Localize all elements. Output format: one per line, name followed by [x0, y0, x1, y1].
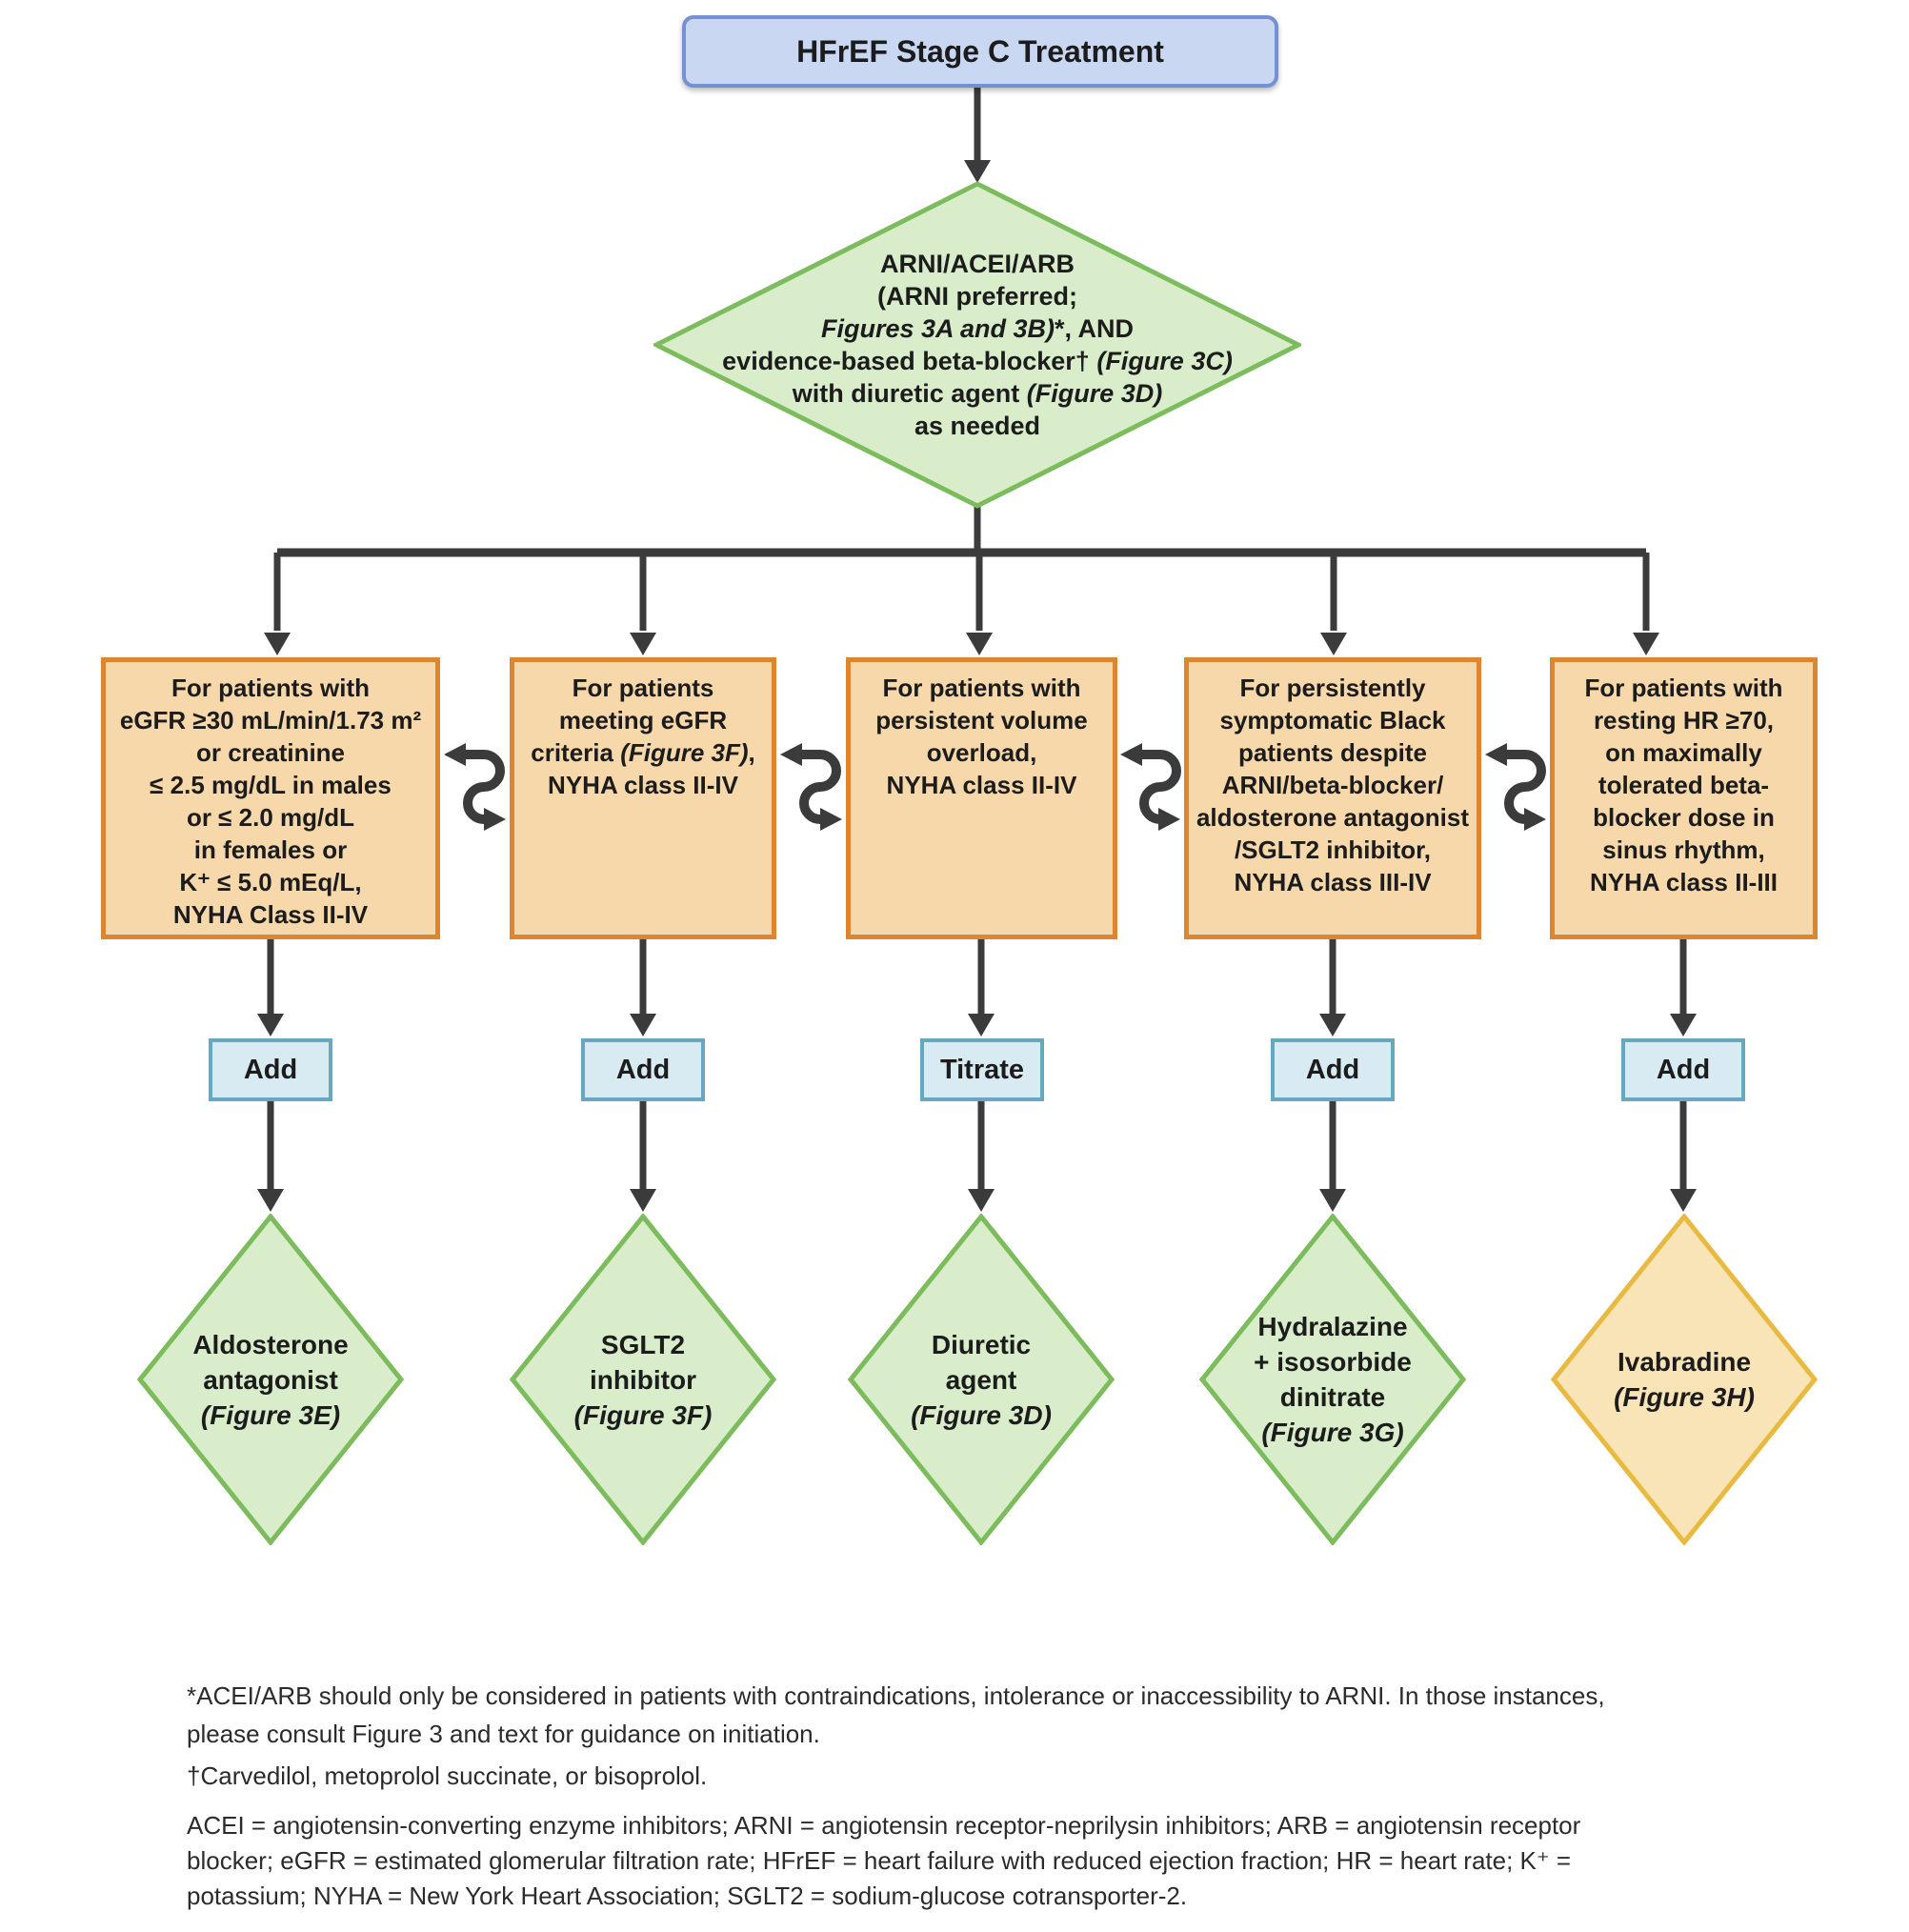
criteria2-to-action2-head [630, 1014, 656, 1036]
swap-arrow-2-3-right-head [820, 808, 842, 831]
action-box-4-label: Add [1305, 1054, 1360, 1085]
swap-arrow-1-2-left-head [444, 743, 466, 766]
swap-arrow-1-2-right-head [484, 808, 506, 831]
swap-arrow-2-3-left-head [780, 743, 802, 766]
swap-arrow-4-5-left-head [1485, 743, 1507, 766]
action1-to-outcome1-head [257, 1189, 284, 1212]
action3-to-outcome3-head [968, 1189, 995, 1212]
branch-drop-4-head [1320, 633, 1347, 655]
decision-diamond-shape [653, 181, 1301, 509]
outcome-diamond-4-shape [1199, 1214, 1466, 1545]
branch-drop-3-head [966, 633, 993, 655]
swap-arrow-3-4-right-head [1158, 808, 1180, 831]
action-box-1: Add [209, 1038, 332, 1101]
swap-arrow-3-4-left-head [1120, 743, 1142, 766]
action-box-5: Add [1621, 1038, 1745, 1101]
footnote-beta-blockers: †Carvedilol, metoprolol succinate, or bi… [187, 1761, 708, 1790]
criteria3-to-action3-head [968, 1014, 995, 1036]
arrow-root-to-decision-head [964, 160, 991, 183]
action-box-2: Add [581, 1038, 705, 1101]
page-title: HFrEF Stage C Treatment [796, 33, 1164, 69]
title-box: HFrEF Stage C Treatment [682, 15, 1278, 88]
criteria5-to-action5-head [1670, 1014, 1697, 1036]
branch-drop-1-head [264, 633, 291, 655]
swap-arrow-1-2-curve [463, 750, 505, 824]
outcome-diamond-3-shape [848, 1214, 1115, 1545]
action2-to-outcome2-head [630, 1189, 656, 1212]
action-box-5-label: Add [1656, 1054, 1711, 1085]
criteria4-to-action4-head [1319, 1014, 1346, 1036]
outcome-diamond-5-shape-svg [1551, 1214, 1818, 1545]
action5-to-outcome5-head [1670, 1189, 1697, 1212]
swap-arrow-2-3-curve [799, 750, 841, 824]
action4-to-outcome4-head [1319, 1189, 1346, 1212]
outcome-diamond-1-shape-svg [137, 1214, 404, 1545]
outcome-diamond-5: Ivabradine(Figure 3H) [1551, 1214, 1818, 1545]
action-box-2-label: Add [615, 1054, 671, 1085]
footnote-abbreviations: ACEI = angiotensin-converting enzyme inh… [187, 1811, 1581, 1910]
action-box-3-label: Titrate [939, 1054, 1025, 1085]
outcome-diamond-3-shape-svg [848, 1214, 1115, 1545]
criteria1-to-action1-head [257, 1014, 284, 1036]
outcome-diamond-1-shape [137, 1214, 404, 1545]
outcome-diamond-2-shape [510, 1214, 776, 1545]
action-box-4: Add [1271, 1038, 1395, 1101]
action-box-3: Titrate [920, 1038, 1044, 1101]
branch-drop-2-head [630, 633, 656, 655]
decision-diamond-text: ARNI/ACEI/ARB(ARNI preferred;Figures 3A … [722, 250, 1233, 440]
branch-drop-5-head [1633, 633, 1659, 655]
outcome-diamond-4-shape-svg [1199, 1214, 1466, 1545]
outcome-diamond-2-shape-svg [510, 1214, 776, 1545]
swap-arrow-4-5-right-head [1524, 808, 1546, 831]
decision-diamond-shape-svg [653, 181, 1301, 509]
swap-arrow-4-5-curve [1504, 750, 1546, 824]
outcome-diamond-5-shape [1551, 1214, 1818, 1545]
swap-arrow-3-4-curve [1139, 750, 1181, 824]
decision-diamond: ARNI/ACEI/ARB(ARNI preferred;Figures 3A … [653, 181, 1301, 509]
outcome-diamond-5-text: Ivabradine(Figure 3H) [1614, 1347, 1755, 1412]
action-box-1-label: Add [243, 1054, 298, 1085]
footnote-acei-arb: *ACEI/ARB should only be considered in p… [187, 1681, 1605, 1748]
